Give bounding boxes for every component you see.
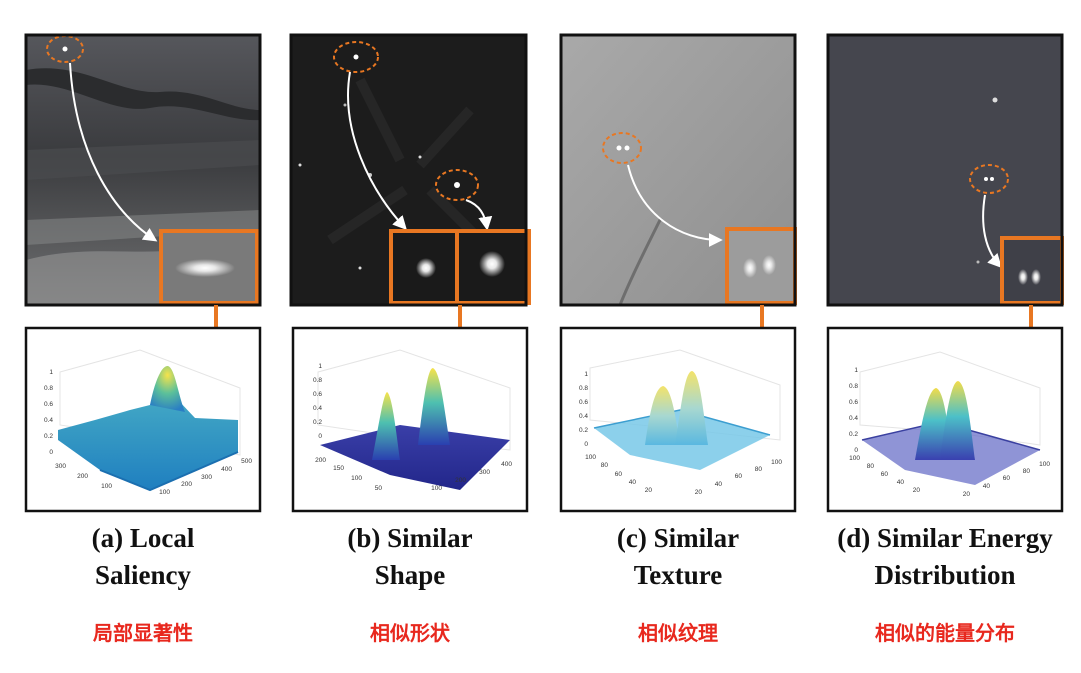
panel-d-arrow bbox=[982, 194, 1002, 269]
plot-b-ztick: 50 bbox=[375, 485, 383, 492]
plot-a-xtick: 200 bbox=[181, 481, 192, 488]
caption-c-line2: Texture bbox=[633, 560, 723, 590]
panel-c-image bbox=[559, 33, 797, 307]
plot-c-ytick: 0.2 bbox=[579, 427, 588, 434]
caption-a-line2: Saliency bbox=[94, 560, 191, 590]
plot-a-xtick: 100 bbox=[159, 489, 170, 496]
plot-b-xtick: 400 bbox=[501, 461, 512, 468]
plot-d-ztick: 80 bbox=[867, 463, 875, 470]
panel-b-arrow-1 bbox=[347, 71, 407, 231]
plot-a-ztick: 200 bbox=[77, 473, 88, 480]
plot-d-surface bbox=[859, 351, 1041, 485]
caption-a-line1: (a) Local bbox=[91, 523, 195, 553]
plot-b-xtick: 300 bbox=[479, 469, 490, 476]
panel-c-target-circle bbox=[602, 132, 642, 164]
plot-c-ytick: 0.8 bbox=[579, 385, 588, 392]
plot-d-ztick: 100 bbox=[849, 455, 860, 462]
plot-d-xtick: 20 bbox=[963, 491, 971, 498]
plot-a-ztick: 300 bbox=[55, 463, 66, 470]
panel-d-image bbox=[826, 33, 1064, 307]
plot-a-xtick: 300 bbox=[201, 474, 212, 481]
plot-d-ytick: 0 bbox=[854, 447, 858, 454]
caption-d-line1: (d) Similar Energy bbox=[837, 523, 1053, 553]
panel-a-image bbox=[24, 33, 262, 307]
plot-d-ytick: 0.6 bbox=[849, 399, 858, 406]
plot-b-ztick: 100 bbox=[351, 475, 362, 482]
caption-d-chinese: 相似的能量分布 bbox=[875, 621, 1015, 645]
caption-a-chinese: 局部显著性 bbox=[93, 621, 193, 645]
caption-b-line1: (b) Similar bbox=[347, 523, 473, 553]
caption-a: (a) Local Saliency bbox=[13, 520, 273, 594]
plot-c-ztick: 40 bbox=[629, 479, 637, 486]
plot-d-ytick: 0.2 bbox=[849, 431, 858, 438]
plot-a-surface bbox=[58, 349, 241, 492]
plot-d-ztick: 60 bbox=[881, 471, 889, 478]
plot-a-ytick: 0.4 bbox=[44, 417, 53, 424]
plot-c-ztick: 80 bbox=[601, 462, 609, 469]
plot-b-ytick: 0.2 bbox=[313, 419, 322, 426]
caption-d: (d) Similar Energy Distribution bbox=[815, 520, 1075, 594]
plot-a-ytick: 0.2 bbox=[44, 433, 53, 440]
plot-c-xtick: 80 bbox=[755, 466, 763, 473]
panel-c-arrow bbox=[627, 164, 723, 247]
plot-b-ytick: 0.8 bbox=[313, 377, 322, 384]
plot-c-xtick: 100 bbox=[771, 459, 782, 466]
caption-b-line2: Shape bbox=[374, 560, 446, 590]
plot-b-xtick: 100 bbox=[431, 485, 442, 492]
plot-c-ztick: 60 bbox=[615, 471, 623, 478]
plot-c-ytick: 1 bbox=[584, 371, 588, 378]
plot-b-frame bbox=[291, 326, 529, 513]
plot-d-ztick: 20 bbox=[913, 487, 921, 494]
plot-d-ztick: 40 bbox=[897, 479, 905, 486]
plot-a-xtick: 400 bbox=[221, 466, 232, 473]
plot-d-ytick: 0.4 bbox=[849, 415, 858, 422]
plot-b-surface bbox=[317, 349, 511, 490]
plot-d-xtick: 40 bbox=[983, 483, 991, 490]
panel-b-target-circle-2 bbox=[435, 169, 479, 201]
plot-b-ytick: 0 bbox=[318, 433, 322, 440]
axis-ticks: 0 0.2 0.4 0.6 0.8 1 100 200 300 400 500 … bbox=[44, 363, 1050, 498]
plot-a-xtick: 500 bbox=[241, 458, 252, 465]
plot-b-ztick: 150 bbox=[333, 465, 344, 472]
caption-b: (b) Similar Shape bbox=[280, 520, 540, 594]
panel-a-arrow bbox=[69, 62, 158, 242]
plot-d-ytick: 1 bbox=[854, 367, 858, 374]
plot-b-ztick: 200 bbox=[315, 457, 326, 464]
plot-b-xtick: 200 bbox=[455, 477, 466, 484]
plot-b-ytick: 0.4 bbox=[313, 405, 322, 412]
plot-a-ytick: 0.6 bbox=[44, 401, 53, 408]
plot-c-xtick: 20 bbox=[695, 489, 703, 496]
plot-b-ytick: 1 bbox=[318, 363, 322, 370]
plot-a-ytick: 0.8 bbox=[44, 385, 53, 392]
panel-b-target-circle-1 bbox=[333, 41, 379, 73]
panel-c-zoom-box bbox=[725, 227, 797, 305]
panel-d-zoom-box bbox=[1000, 236, 1064, 305]
plot-c-ytick: 0.6 bbox=[579, 399, 588, 406]
plot-c-ztick: 100 bbox=[585, 454, 596, 461]
plot-c-surface bbox=[589, 349, 781, 470]
caption-c-line1: (c) Similar bbox=[616, 523, 740, 553]
plot-c-ytick: 0.4 bbox=[579, 413, 588, 420]
plot-a-ytick: 1 bbox=[49, 369, 53, 376]
plot-c-ztick: 20 bbox=[645, 487, 653, 494]
caption-c: (c) Similar Texture bbox=[548, 520, 808, 594]
plot-b-ytick: 0.6 bbox=[313, 391, 322, 398]
plot-d-ytick: 0.8 bbox=[849, 383, 858, 390]
panel-d-target-circle bbox=[969, 164, 1009, 194]
caption-b-chinese: 相似形状 bbox=[370, 621, 450, 645]
plot-d-xtick: 60 bbox=[1003, 475, 1011, 482]
caption-d-line2: Distribution bbox=[874, 560, 1016, 590]
plot-a-ytick: 0 bbox=[49, 449, 53, 456]
caption-c-chinese: 相似纹理 bbox=[638, 621, 718, 645]
plot-c-xtick: 40 bbox=[715, 481, 723, 488]
plot-a-ztick: 100 bbox=[101, 483, 112, 490]
plot-c-xtick: 60 bbox=[735, 473, 743, 480]
plot-c-ytick: 0 bbox=[584, 441, 588, 448]
plot-d-xtick: 80 bbox=[1023, 468, 1031, 475]
panel-b-arrow-2 bbox=[465, 199, 493, 231]
panel-b-image bbox=[289, 33, 531, 307]
plot-d-xtick: 100 bbox=[1039, 461, 1050, 468]
